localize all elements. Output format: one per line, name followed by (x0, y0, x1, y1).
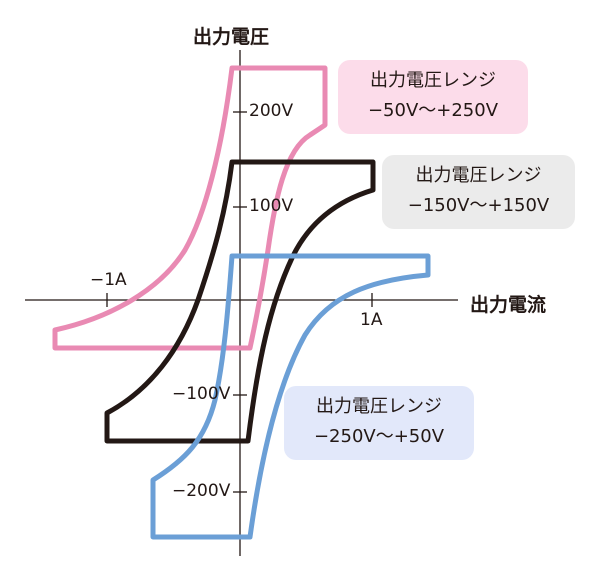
range-label-pink: 出力電圧レンジ −50V〜+250V (338, 60, 528, 134)
x-tick-label: 1A (360, 310, 383, 330)
y-tick-label: −200V (172, 481, 231, 501)
y-axis-title: 出力電圧 (193, 26, 270, 48)
y-tick-label: −100V (172, 384, 231, 404)
range-outline-pink (52, 65, 328, 351)
range-outline-black (104, 159, 376, 444)
range-value: −250V〜+50V (313, 426, 445, 447)
range-value: −150V〜+150V (407, 195, 550, 216)
range-title: 出力電圧レンジ (370, 70, 496, 91)
ticks (106, 111, 373, 493)
range-value: −50V〜+250V (367, 100, 499, 121)
range-outline-blue (150, 253, 431, 540)
range-label-blue: 出力電圧レンジ −250V〜+50V (284, 386, 474, 460)
y-tick-label: 100V (249, 196, 294, 216)
range-title: 出力電圧レンジ (316, 396, 442, 417)
x-tick-label: −1A (90, 270, 127, 290)
range-label-black: 出力電圧レンジ −150V〜+150V (382, 155, 575, 229)
range-title: 出力電圧レンジ (415, 165, 542, 186)
x-axis-title: 出力電流 (470, 294, 547, 316)
y-tick-label: 200V (249, 101, 294, 121)
